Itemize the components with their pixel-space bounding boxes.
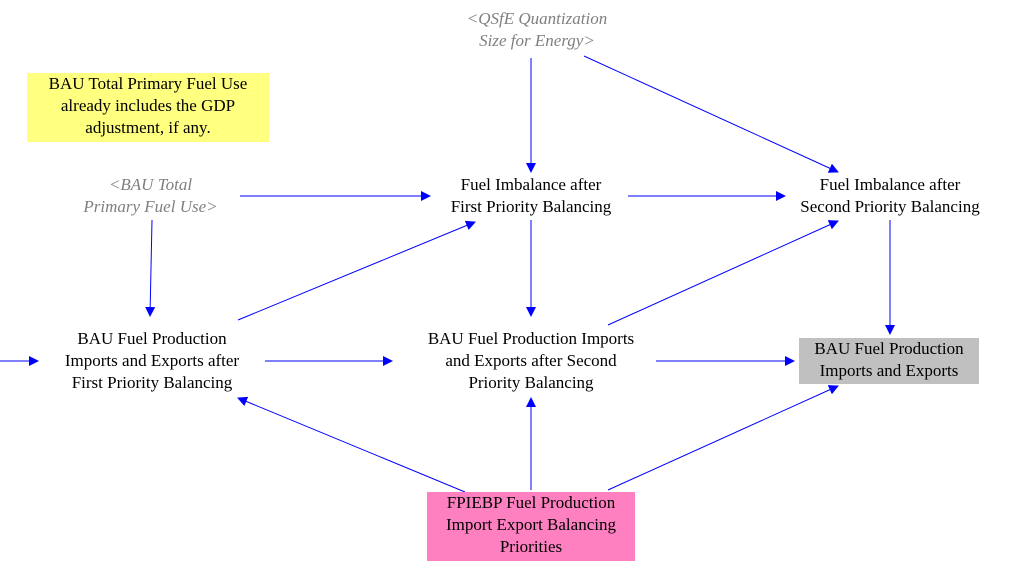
fuel-imbalance-second-node[interactable]: Fuel Imbalance after Second Priority Bal… <box>800 175 980 216</box>
qsfe-quantization-size-node[interactable]: <QSfE Quantization Size for Energy> <box>466 9 608 50</box>
arrow-prod-second-to-imbalance-second <box>607 220 839 326</box>
arrow-bau-total-to-prod-first <box>145 219 156 317</box>
fpiebp-priorities-node[interactable]: FPIEBP Fuel Production Import Export Bal… <box>427 492 635 561</box>
bau-prod-second-node[interactable]: BAU Fuel Production Imports and Exports … <box>427 329 635 392</box>
bau-total-note: BAU Total Primary Fuel Use already inclu… <box>27 73 269 142</box>
arrow-qsfe-to-imbalance-second <box>583 55 839 173</box>
arrow-fpiebp-to-prod-final <box>607 385 839 491</box>
arrow-fpiebp-to-prod-first <box>237 396 466 493</box>
bau-prod-first-node[interactable]: BAU Fuel Production Imports and Exports … <box>64 329 240 392</box>
fuel-imbalance-first-node[interactable]: Fuel Imbalance after First Priority Bala… <box>450 175 612 216</box>
bau-prod-final-node[interactable]: BAU Fuel Production Imports and Exports <box>799 338 979 384</box>
arrow-prod-first-to-imbalance-first <box>237 220 476 321</box>
bau-total-primary-fuel-use-node[interactable]: <BAU Total Primary Fuel Use> <box>83 175 218 216</box>
